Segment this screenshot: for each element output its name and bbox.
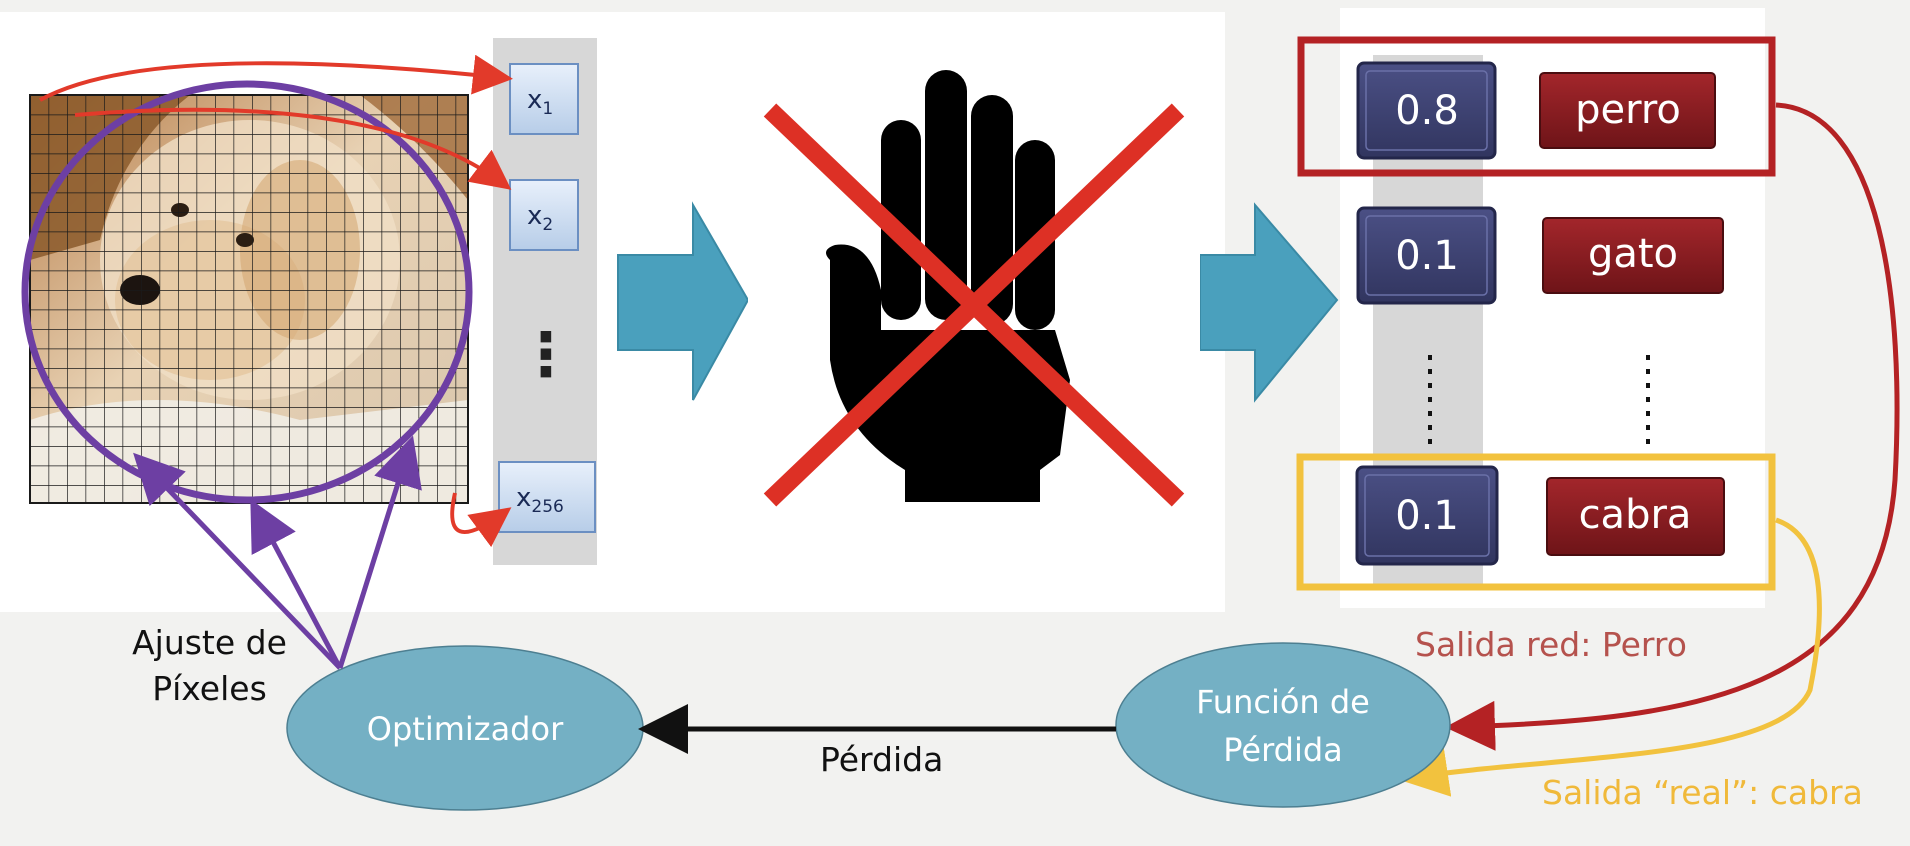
svg-text:perro: perro <box>1575 87 1681 133</box>
real-output-label: Salida “real”: cabra <box>1542 773 1863 812</box>
output-row-gato: 0.1 gato <box>1356 206 1724 305</box>
predicted-class-frame <box>1297 36 1776 177</box>
dog-image <box>29 94 469 504</box>
svg-text:0.1: 0.1 <box>1395 493 1459 539</box>
loss-label: Pérdida <box>820 740 944 779</box>
svg-text:0.1: 0.1 <box>1395 233 1459 279</box>
svg-text:Optimizador: Optimizador <box>367 710 564 748</box>
svg-text:Función de: Función de <box>1196 683 1370 721</box>
svg-text:x2: x2 <box>527 201 553 235</box>
input-node-x1: x1 <box>509 63 579 135</box>
teal-arrow-right-1 <box>617 201 750 401</box>
pixel-adjust-arrow-3 <box>337 435 422 669</box>
pixel-to-x2-arrow <box>74 107 512 190</box>
pixel-selection-circle <box>21 80 473 504</box>
network-output-arrow <box>1445 102 1900 751</box>
output-row-perro: 0.8 perro <box>1356 61 1716 160</box>
loss-function-node: Función de Pérdida <box>1115 642 1451 808</box>
real-output-arrow <box>1398 517 1822 797</box>
red-x-icon <box>763 103 1185 507</box>
input-ellipsis: ⋮ <box>516 320 576 390</box>
svg-text:cabra: cabra <box>1579 492 1692 538</box>
pixel-adjust-label: Ajuste de Píxeles <box>132 623 287 708</box>
pixel-adjust-arrow-2 <box>250 499 343 670</box>
svg-text:x256: x256 <box>516 483 564 517</box>
svg-text:x1: x1 <box>527 85 553 119</box>
input-node-x256: x256 <box>498 461 596 533</box>
pixel-adjust-arrow-1 <box>133 452 342 670</box>
svg-text:gato: gato <box>1588 231 1678 277</box>
svg-text:0.8: 0.8 <box>1395 88 1459 134</box>
teal-arrow-right-2 <box>1199 202 1339 403</box>
network-output-label: Salida red: Perro <box>1415 625 1687 664</box>
optimizer-node: Optimizador <box>286 645 644 811</box>
pixel-to-x256-arrow <box>450 492 512 548</box>
pixel-to-x1-arrow <box>39 54 513 102</box>
svg-text:Pérdida: Pérdida <box>1223 731 1343 769</box>
input-node-x2: x2 <box>509 179 579 251</box>
true-class-frame <box>1296 453 1776 591</box>
output-row-cabra: 0.1 cabra <box>1355 465 1725 566</box>
